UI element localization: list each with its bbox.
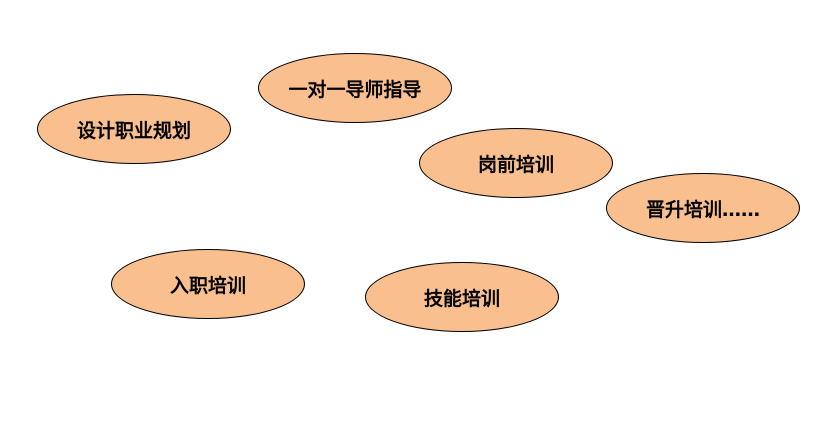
node-pre-job-training: 岗前培训 (419, 128, 613, 198)
node-label: 岗前培训 (477, 153, 554, 176)
node-label: 入职培训 (169, 274, 246, 297)
node-label: 技能培训 (423, 287, 500, 310)
node-skills-training: 技能培训 (365, 262, 559, 332)
node-career-planning: 设计职业规划 (37, 94, 231, 164)
node-label: 晋升培训…… (645, 198, 760, 221)
node-mentor-guidance: 一对一导师指导 (258, 53, 452, 123)
node-promotion-training: 晋升培训…… (606, 173, 800, 243)
node-onboarding-training: 入职培训 (111, 249, 305, 319)
node-label: 一对一导师指导 (288, 78, 422, 101)
node-label: 设计职业规划 (76, 119, 191, 142)
